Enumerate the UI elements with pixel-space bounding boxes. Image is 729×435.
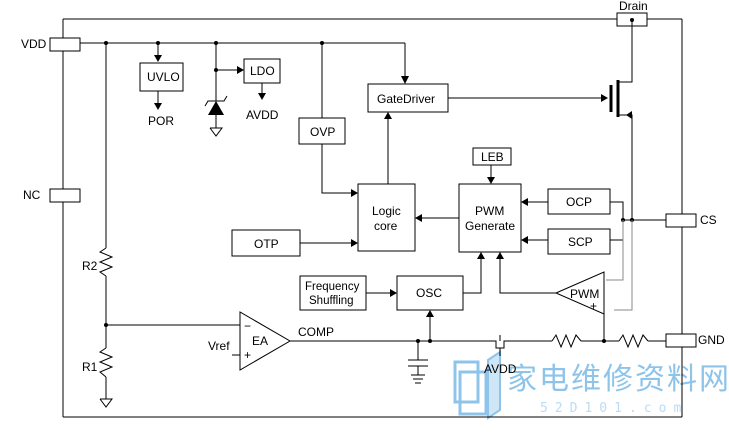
pin-cs: CS	[665, 213, 717, 228]
osc-label: OSC	[416, 286, 442, 300]
error-amplifier: EA − + Vref COMP	[208, 311, 496, 371]
scp-label: SCP	[568, 235, 593, 249]
osc-block: OSC	[396, 252, 485, 339]
pin-drain-label: Drain	[619, 0, 648, 13]
ldo-label: LDO	[250, 64, 275, 78]
pin-cs-label: CS	[700, 213, 717, 227]
zener-diode	[204, 43, 244, 137]
watermark-url: 52D101.com	[540, 401, 688, 416]
pwm-comparator: PWM +	[496, 252, 605, 315]
r2-label: R2	[82, 259, 98, 273]
pin-gnd: GND	[665, 333, 725, 348]
cs-node	[606, 218, 666, 311]
leb-label: LEB	[481, 150, 504, 164]
leb-block: LEB	[472, 147, 512, 184]
ea-label: EA	[252, 334, 268, 348]
pin-vdd: VDD	[21, 37, 81, 52]
ovp-label: OVP	[310, 125, 335, 139]
watermark: 家电维修资料网 52D101.com	[453, 350, 729, 420]
pin-vdd-label: VDD	[21, 37, 47, 51]
watermark-logo-icon	[453, 350, 501, 420]
pwm-generate-block: PWM Generate	[415, 183, 522, 253]
ea-minus: −	[244, 319, 251, 333]
otp-block: OTP	[231, 229, 358, 257]
pwm-generate-line2: Generate	[465, 219, 515, 233]
gate-driver-label: GateDriver	[377, 92, 435, 106]
logic-core-line2: core	[374, 219, 398, 233]
ea-plus: +	[244, 348, 251, 362]
gate-driver-block: GateDriver	[367, 83, 608, 113]
resistor-divider: R2 R1	[82, 43, 240, 408]
avdd-pullup: AVDD	[484, 335, 517, 376]
ldo-block: LDO AVDD	[243, 58, 281, 122]
frequency-shuffling-line1: Frequency	[305, 281, 360, 293]
power-mosfet	[609, 18, 634, 222]
pwm-comparator-plus: +	[590, 299, 597, 313]
frequency-shuffling-line2: Shuffling	[309, 295, 354, 307]
logic-core-block: Logic core	[357, 112, 416, 252]
watermark-text: 家电维修资料网	[507, 362, 729, 397]
uvlo-label: UVLO	[147, 70, 180, 84]
ocp-block: OCP	[521, 188, 624, 241]
uvlo-block: UVLO POR	[139, 43, 184, 128]
scp-block: SCP	[521, 228, 611, 255]
ocp-label: OCP	[566, 195, 592, 209]
avdd-bottom-label: AVDD	[484, 362, 517, 376]
sense-resistors	[512, 314, 666, 349]
comp-capacitor	[408, 341, 428, 384]
vref-label: Vref	[208, 339, 230, 353]
avdd-top-label: AVDD	[246, 108, 279, 122]
otp-label: OTP	[254, 237, 279, 251]
pin-nc: NC	[23, 188, 81, 203]
por-label: POR	[148, 114, 174, 128]
pin-gnd-label: GND	[698, 333, 725, 347]
pin-nc-label: NC	[23, 188, 41, 202]
pwm-generate-line1: PWM	[475, 204, 504, 218]
ovp-block: OVP	[298, 43, 358, 197]
logic-core-line1: Logic	[372, 204, 401, 218]
frequency-shuffling-block: Frequency Shuffling	[299, 275, 397, 311]
r1-label: R1	[82, 360, 98, 374]
pwm-comparator-label: PWM	[570, 287, 599, 301]
comp-label: COMP	[298, 325, 334, 339]
